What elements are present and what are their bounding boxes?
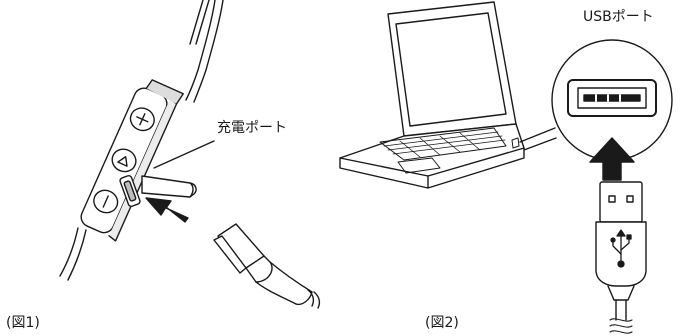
figure2-caption: (図2)	[425, 315, 459, 331]
remote-body	[80, 79, 184, 242]
play-pause-icon	[111, 148, 137, 173]
charge-port-label: 充電ポート	[217, 120, 287, 136]
port-cover-flap	[141, 175, 197, 198]
usb-trident-icon	[610, 229, 632, 268]
usb-port-label: USBポート	[583, 9, 654, 25]
callout-leader-line	[153, 140, 215, 169]
insert-up-arrow	[589, 137, 635, 181]
volume-down-icon	[93, 189, 119, 214]
insert-arrow	[145, 197, 189, 223]
micro-usb-plug	[213, 223, 321, 309]
laptop	[339, 1, 525, 189]
figure1-caption: (図1)	[6, 315, 40, 331]
lower-cable	[59, 227, 87, 281]
usb-port-magnifier	[519, 39, 673, 161]
volume-up-icon	[129, 107, 155, 132]
upper-cable	[185, 0, 224, 103]
charge-port	[119, 174, 141, 208]
